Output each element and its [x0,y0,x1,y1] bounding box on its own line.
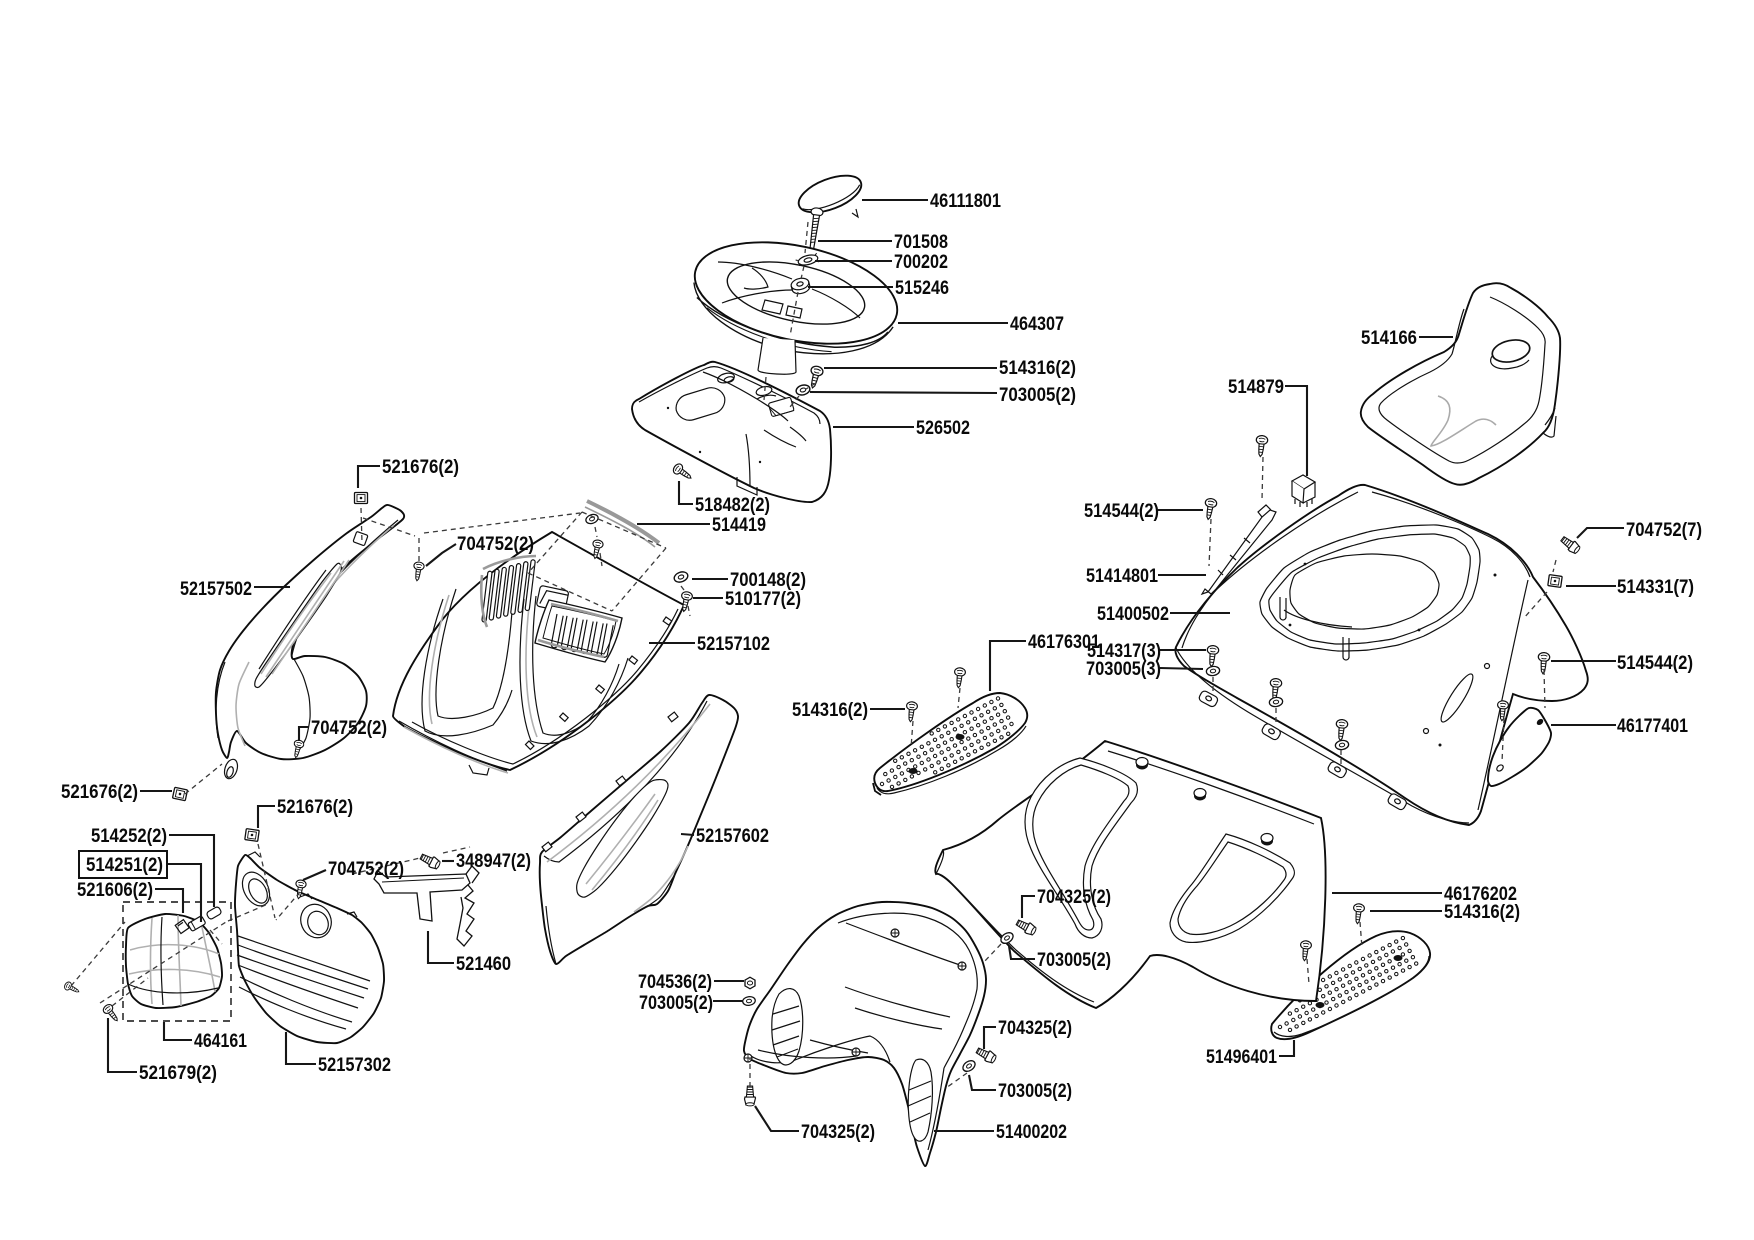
svg-text:514316(2): 514316(2) [999,358,1076,379]
svg-text:514879: 514879 [1228,377,1284,398]
svg-text:521676(2): 521676(2) [61,782,138,803]
svg-text:514316(2): 514316(2) [1444,902,1520,923]
svg-text:521679(2): 521679(2) [139,1063,217,1084]
svg-text:46176202: 46176202 [1444,884,1517,905]
svg-text:704752(2): 704752(2) [457,534,534,555]
svg-text:46177401: 46177401 [1617,716,1688,737]
svg-text:464307: 464307 [1010,314,1064,335]
svg-text:51496401: 51496401 [1206,1047,1277,1068]
svg-text:464161: 464161 [194,1031,247,1052]
svg-text:521460: 521460 [456,954,511,975]
svg-text:514316(2): 514316(2) [792,700,868,721]
svg-text:526502: 526502 [916,418,970,439]
svg-text:704752(2): 704752(2) [328,859,404,880]
svg-text:704325(2): 704325(2) [998,1018,1072,1039]
svg-text:514166: 514166 [1361,328,1417,349]
svg-text:521606(2): 521606(2) [77,880,153,901]
svg-text:514544(2): 514544(2) [1084,501,1159,522]
svg-text:703005(3): 703005(3) [1086,659,1161,680]
svg-text:52157502: 52157502 [180,579,252,600]
svg-text:704325(2): 704325(2) [801,1122,875,1143]
svg-text:700148(2): 700148(2) [730,570,806,591]
svg-text:703005(2): 703005(2) [998,1081,1072,1102]
svg-text:700202: 700202 [894,252,948,273]
svg-text:703005(2): 703005(2) [639,993,713,1014]
svg-text:703005(2): 703005(2) [999,385,1076,406]
svg-text:514252(2): 514252(2) [91,826,167,847]
svg-text:703005(2): 703005(2) [1037,950,1111,971]
svg-text:521676(2): 521676(2) [382,457,459,478]
svg-text:514331(7): 514331(7) [1617,577,1694,598]
svg-text:46176301: 46176301 [1028,632,1100,653]
svg-text:704752(7): 704752(7) [1626,520,1702,541]
svg-text:46111801: 46111801 [930,191,1001,212]
svg-text:518482(2): 518482(2) [695,495,770,516]
svg-text:52157302: 52157302 [318,1055,391,1076]
svg-text:701508: 701508 [894,232,948,253]
svg-text:514544(2): 514544(2) [1617,653,1693,674]
svg-text:52157102: 52157102 [697,634,770,655]
svg-text:52157602: 52157602 [696,826,769,847]
svg-text:515246: 515246 [895,278,949,299]
svg-text:348947(2): 348947(2) [456,851,531,872]
svg-text:510177(2): 510177(2) [725,589,801,610]
svg-text:514419: 514419 [712,515,766,536]
svg-text:704752(2): 704752(2) [311,718,387,739]
svg-text:51400202: 51400202 [996,1122,1067,1143]
svg-text:704325(2): 704325(2) [1037,887,1111,908]
svg-text:51414801: 51414801 [1086,566,1158,587]
svg-text:51400502: 51400502 [1097,604,1169,625]
svg-text:521676(2): 521676(2) [277,797,353,818]
svg-text:704536(2): 704536(2) [638,972,712,993]
svg-text:514317(3): 514317(3) [1087,641,1161,662]
svg-text:514251(2): 514251(2) [86,855,163,876]
